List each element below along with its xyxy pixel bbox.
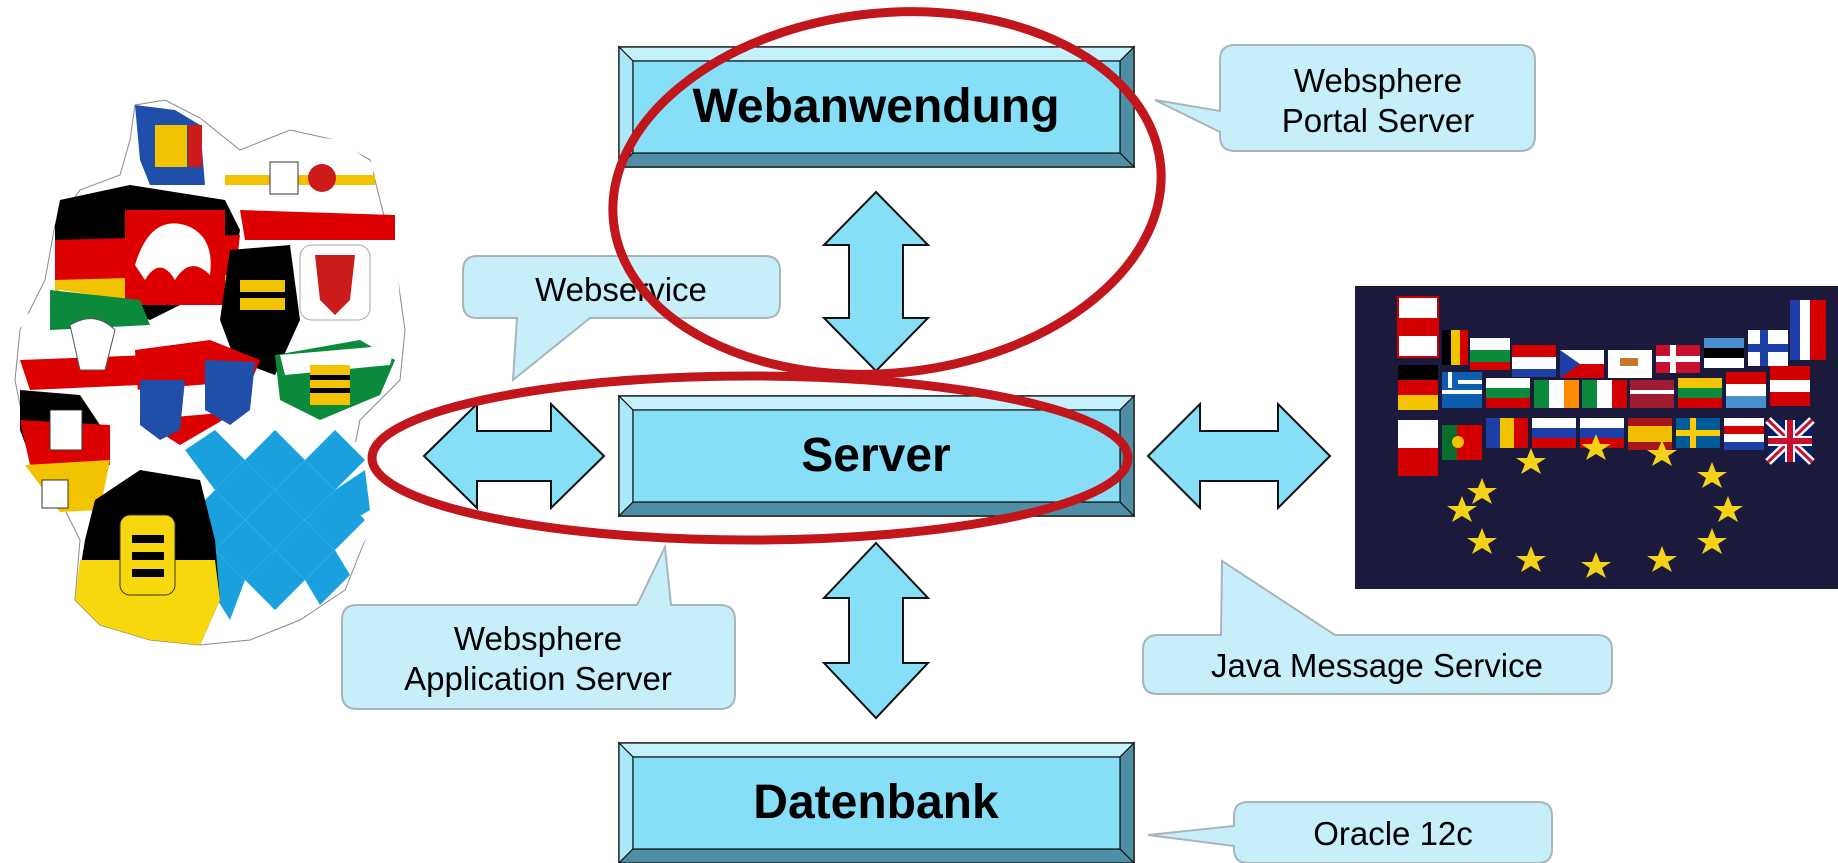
callout-portal-server: Websphere Portal Server (1154, 44, 1536, 152)
oracle-label: Oracle 12c (1313, 815, 1473, 852)
highlight-ellipse-server (367, 371, 1133, 545)
arrow-server-datenbank (821, 541, 931, 720)
arrow-germany-server (422, 401, 606, 511)
webservice-label: Webservice (535, 271, 707, 308)
datenbank-label: Datenbank (753, 776, 999, 829)
callout-java-message-service: Java Message Service (1142, 559, 1613, 695)
server-box: Server (617, 394, 1136, 518)
eu-flag-row-2 (1398, 365, 1810, 410)
arrow-web-server (821, 190, 931, 373)
arrow-server-eu (1146, 401, 1332, 511)
jms-label: Java Message Service (1211, 647, 1543, 684)
webanwendung-label: Webanwendung (692, 80, 1059, 133)
application-server-line2: Application Server (404, 660, 672, 697)
callout-webservice: Webservice (462, 255, 781, 383)
eu-flag-row-1 (1397, 296, 1826, 378)
server-label: Server (801, 429, 950, 482)
application-server-line1: Websphere (454, 620, 622, 657)
eu-stars-ring (1447, 434, 1743, 578)
portal-server-line2: Portal Server (1282, 102, 1475, 139)
datenbank-box: Datenbank (617, 741, 1136, 863)
callout-application-server: Websphere Application Server (341, 543, 736, 710)
eu-flag-row-3 (1398, 417, 1815, 476)
eu-flags-image (1355, 286, 1838, 589)
portal-server-line1: Websphere (1294, 62, 1462, 99)
callout-oracle: Oracle 12c (1147, 801, 1553, 863)
germany-states-map (14, 99, 406, 646)
webanwendung-box: Webanwendung (617, 45, 1136, 169)
highlight-ellipse-webanwendung (608, 7, 1166, 379)
